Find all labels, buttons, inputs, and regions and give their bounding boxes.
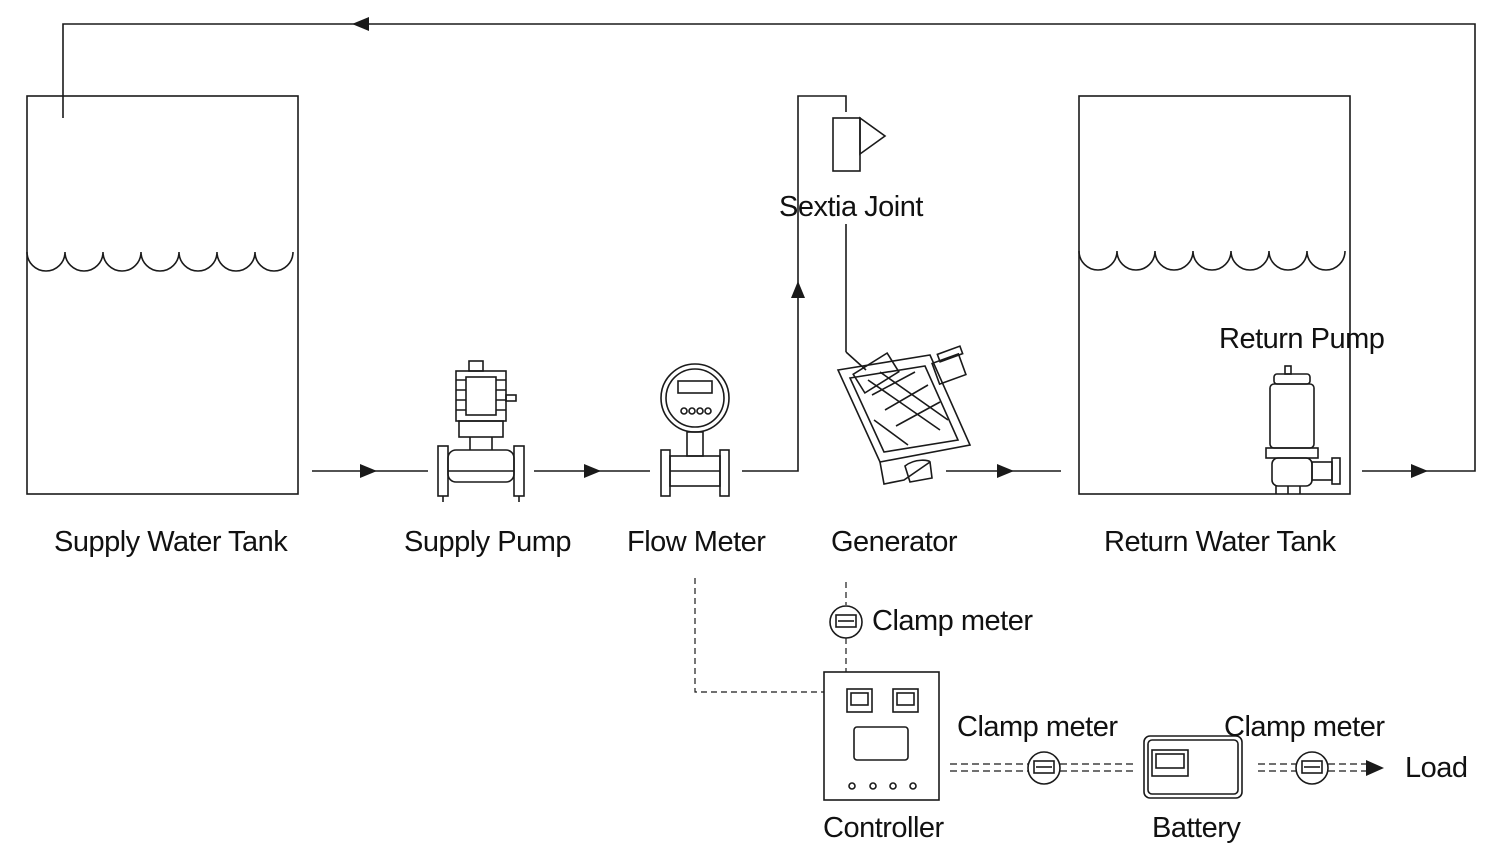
return-pump-icon xyxy=(1265,365,1341,494)
label-supply-pump: Supply Pump xyxy=(404,526,572,558)
arrow-right-icon xyxy=(1366,760,1384,776)
clamp-meter-icon xyxy=(1295,751,1329,785)
label-return-pump: Return Pump xyxy=(1219,323,1385,355)
arrow-left-icon xyxy=(352,17,369,31)
power-lines xyxy=(950,763,1372,772)
label-supply-water-tank: Supply Water Tank xyxy=(54,526,288,558)
label-clamp-meter-generator: Clamp meter xyxy=(872,605,1033,637)
label-battery: Battery xyxy=(1152,812,1241,844)
clamp-meter-icon xyxy=(829,605,863,639)
label-load: Load xyxy=(1405,752,1468,784)
label-controller: Controller xyxy=(823,812,944,844)
sextia-joint-icon xyxy=(832,116,887,371)
label-flow-meter: Flow Meter xyxy=(627,526,766,558)
label-generator: Generator xyxy=(831,526,958,558)
clamp-meter-icon xyxy=(1027,751,1061,785)
signal-lines xyxy=(694,578,847,693)
flow-meter-icon xyxy=(660,363,730,497)
supply-water-tank xyxy=(26,95,299,495)
arrow-right-icon xyxy=(997,464,1014,478)
label-clamp-meter-controller: Clamp meter xyxy=(957,711,1118,743)
top-return-pipe xyxy=(62,17,1476,472)
return-water-tank xyxy=(1078,95,1351,495)
label-return-water-tank: Return Water Tank xyxy=(1104,526,1336,558)
generator-icon xyxy=(836,345,972,485)
arrow-right-icon xyxy=(584,464,601,478)
supply-pump-icon xyxy=(437,360,525,502)
label-clamp-meter-battery: Clamp meter xyxy=(1224,711,1385,743)
arrow-right-icon xyxy=(1411,464,1428,478)
main-flow-pipe xyxy=(312,95,1428,478)
label-sextia-joint: Sextia Joint xyxy=(779,191,923,223)
battery-icon xyxy=(1143,735,1243,799)
controller-icon xyxy=(823,671,940,801)
arrow-up-icon xyxy=(791,281,805,298)
arrow-right-icon xyxy=(360,464,377,478)
